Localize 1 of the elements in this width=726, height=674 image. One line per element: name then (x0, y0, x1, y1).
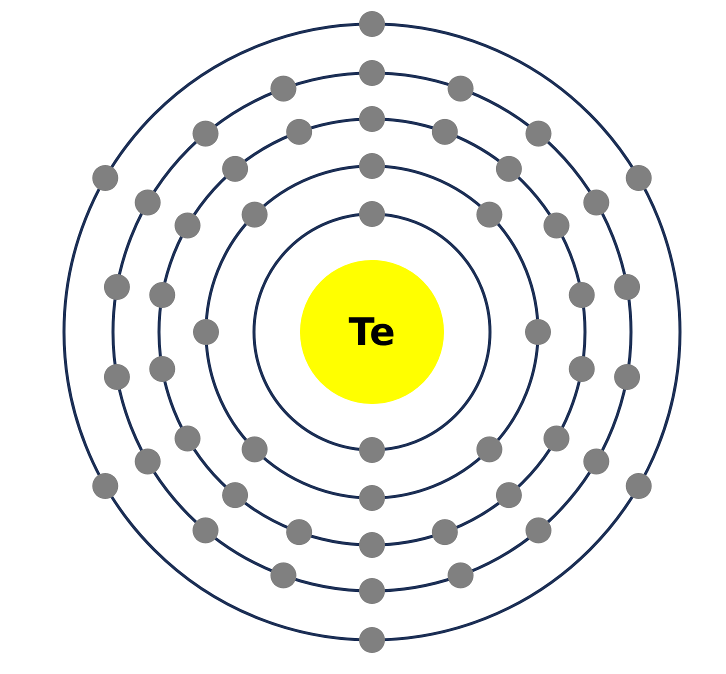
element-symbol: Te (348, 310, 396, 354)
